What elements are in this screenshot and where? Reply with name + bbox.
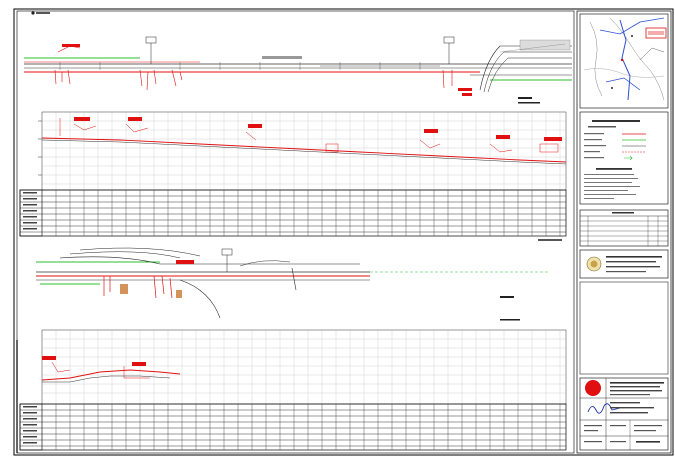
- plan-view-bottom: [36, 239, 562, 321]
- plan-view-top: [24, 36, 572, 104]
- drawing-title-block: [579, 377, 669, 451]
- title-block: [576, 10, 672, 454]
- company-logo-icon: [585, 380, 601, 396]
- revisions-table: [579, 209, 669, 247]
- drawing-area-frame: [16, 10, 575, 454]
- organization-box: [579, 249, 669, 279]
- title-blank-area: [579, 281, 669, 375]
- legend-box: [579, 111, 669, 205]
- header-tag: [31, 11, 50, 15]
- profile-grid-top: [38, 111, 567, 191]
- profile-grid-bottom: [41, 329, 567, 405]
- profile-data-table-bottom: [19, 403, 567, 451]
- signature-mark: [587, 403, 621, 414]
- sheet-border: [13, 8, 674, 456]
- profile-data-table-top: [19, 189, 567, 237]
- location-map: [579, 13, 669, 109]
